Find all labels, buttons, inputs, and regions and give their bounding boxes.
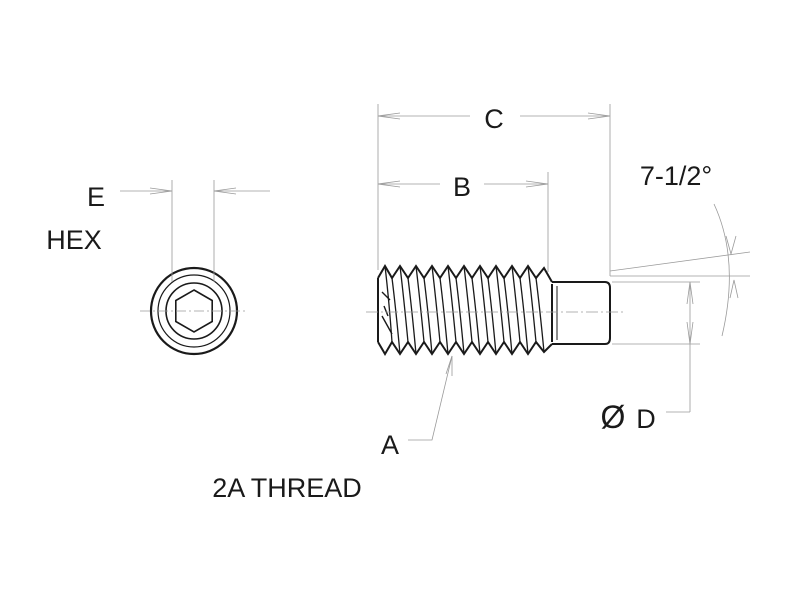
b-arrow-left — [377, 180, 401, 188]
d-arrow-top — [686, 281, 694, 305]
b-arrow-right — [525, 180, 549, 188]
angle-arc — [713, 203, 730, 337]
label-c: C — [484, 104, 504, 134]
label-d: D — [636, 404, 656, 434]
label-angle: 7-1/2° — [640, 161, 712, 191]
overall-length-dimension — [377, 104, 611, 276]
angle-sloped-line — [609, 251, 751, 272]
thread-lead-in — [381, 291, 393, 335]
d-arrow-bottom — [686, 321, 694, 345]
a-leader-arrow — [445, 355, 453, 376]
label-b: B — [453, 172, 471, 202]
thread-leader — [408, 355, 453, 441]
hex-arrow-right — [213, 187, 237, 195]
hex-arrow-left — [149, 187, 173, 195]
c-arrow-left — [377, 112, 401, 120]
threaded-body — [377, 264, 553, 356]
label-a: A — [381, 430, 399, 460]
angle-dimension — [609, 203, 751, 337]
a-leader-line — [408, 355, 453, 441]
label-e: E — [87, 182, 105, 212]
point-diameter-dimension — [612, 281, 700, 413]
diameter-symbol: Ø — [601, 399, 626, 435]
dog-point-body — [552, 281, 611, 345]
label-hex: HEX — [46, 225, 102, 255]
angle-arrow-bottom — [729, 279, 739, 299]
side-view — [366, 264, 624, 356]
thread-crests — [384, 265, 545, 355]
c-arrow-right — [587, 112, 611, 120]
thread-length-dimension — [377, 172, 549, 272]
hex-dimension — [120, 180, 270, 282]
label-thread: 2A THREAD — [212, 473, 362, 503]
hex-socket-shape — [175, 289, 213, 333]
thread-bottom-profile — [377, 340, 553, 356]
end-view — [140, 266, 248, 356]
angle-arrow-top — [725, 235, 737, 256]
